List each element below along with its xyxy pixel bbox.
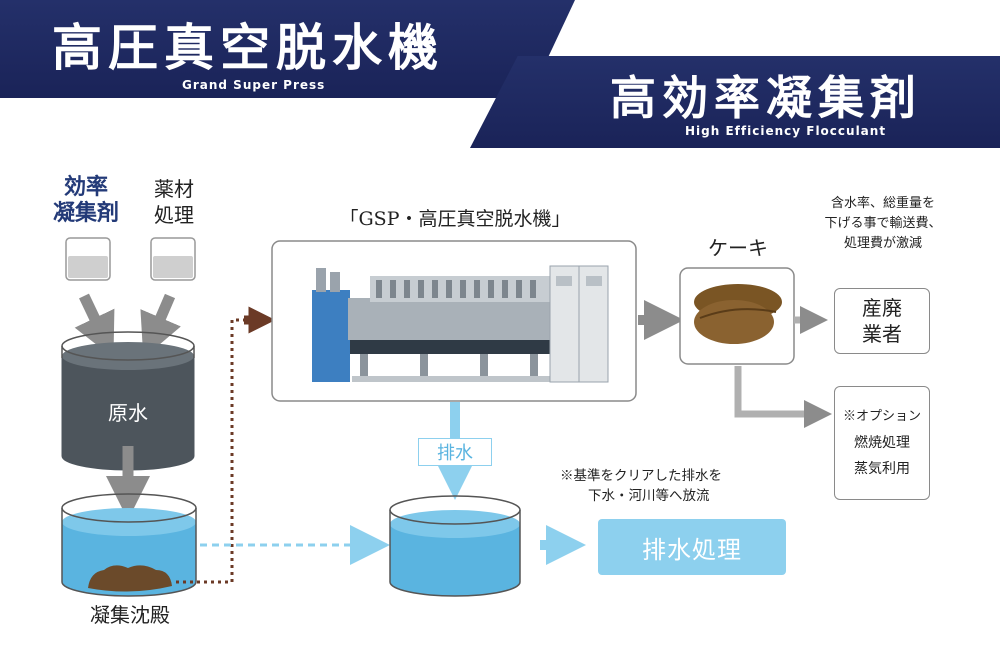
treatment-label: 排水処理 — [642, 535, 742, 564]
arrow-flocculant — [74, 293, 115, 358]
option-box: ※オプション 燃焼処理 蒸気利用 — [834, 386, 930, 500]
drain-note-line1: ※基準をクリアした排水を — [560, 468, 722, 484]
option-note: ※オプション — [842, 409, 921, 424]
chemical-label-line1: 薬材 — [154, 177, 194, 201]
arrow-chemical — [140, 293, 181, 359]
cake-image — [694, 284, 782, 344]
flocculant-cup-icon — [65, 237, 111, 281]
flocculant-label-line2: 凝集剤 — [52, 200, 119, 226]
drain-note-line2: 下水・河川等へ放流 — [588, 488, 710, 504]
right-title: 高効率凝集剤 — [610, 71, 922, 125]
cake-note-line2: 下げる事で輸送費、 — [824, 216, 942, 231]
option-combustion: 燃焼処理 — [854, 435, 910, 451]
arrow-cake-to-option-line — [734, 366, 816, 418]
header-banner-left: 高圧真空脱水機 Grand Super Press — [0, 0, 575, 98]
machine-title: 「GSP・高圧真空脱水機」 — [339, 207, 571, 230]
drain-note: ※基準をクリアした排水を 下水・河川等へ放流 — [560, 466, 820, 506]
cake-label: ケーキ — [708, 235, 768, 260]
press-machine-image — [312, 265, 609, 383]
chemical-label-line2: 処理 — [154, 203, 194, 227]
flocculant-label-line1: 効率 — [63, 174, 108, 200]
option-steam: 蒸気利用 — [854, 461, 910, 477]
cake-note: 含水率、総重量を 下げる事で輸送費、 処理費が激減 — [808, 194, 958, 254]
industrial-waste-box: 産廃 業者 — [834, 288, 930, 354]
cake-note-line3: 処理費が激減 — [843, 236, 922, 251]
industrial-waste-line2: 業者 — [862, 322, 902, 346]
raw-water-label: 原水 — [108, 400, 148, 425]
drain-tank — [389, 495, 521, 597]
left-subtitle: Grand Super Press — [182, 78, 326, 92]
flocculant-label: 効率 凝集剤 — [50, 174, 122, 226]
right-subtitle: High Efficiency Flocculant — [685, 124, 887, 138]
cake-note-line1: 含水率、総重量を — [830, 196, 935, 211]
industrial-waste-line1: 産廃 — [862, 296, 902, 320]
drain-label: 排水 — [418, 438, 492, 466]
chemical-cup-icon — [150, 237, 196, 281]
header-banner-right: 高効率凝集剤 High Efficiency Flocculant — [470, 56, 1000, 148]
sediment-tank — [61, 493, 197, 597]
raw-water-tank — [61, 331, 195, 471]
treatment-box — [598, 519, 786, 575]
sediment-label: 凝集沈殿 — [90, 602, 170, 627]
sludge-line — [176, 318, 262, 584]
left-title: 高圧真空脱水機 — [52, 19, 444, 77]
chemical-label: 薬材 処理 — [146, 176, 202, 228]
